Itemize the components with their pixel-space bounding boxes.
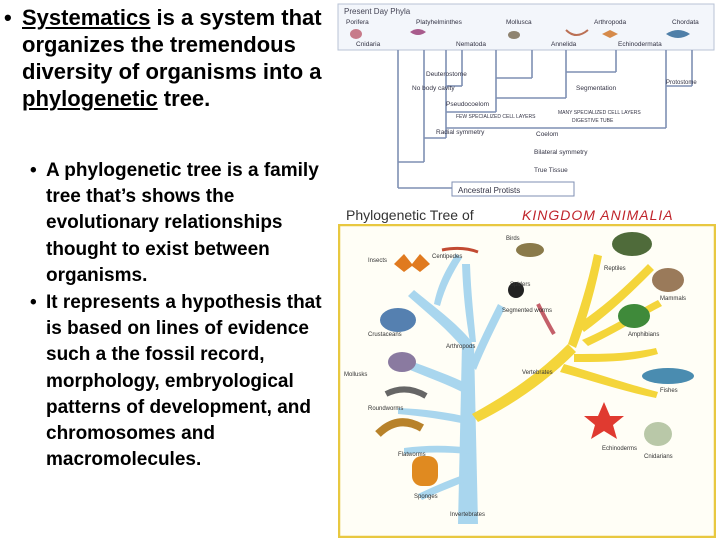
main-bullet-text-1: is a system that organizes the tremendou… [22, 5, 322, 84]
phylum-label: Platyhelminthes [416, 19, 463, 26]
present-day-phyla-title: Present Day Phyla [344, 7, 411, 16]
phylum-label: Nematoda [456, 41, 486, 48]
label-invertebrates: Invertebrates [450, 512, 485, 518]
phylum-label: Cnidaria [356, 41, 381, 48]
rabbit-icon [652, 268, 684, 292]
starfish-icon [584, 402, 624, 439]
phylum-label: Chordata [672, 19, 699, 26]
node-digestive-tube: DIGESTIVE TUBE [572, 118, 614, 124]
label-mammals: Mammals [660, 296, 686, 302]
kingdom-animalia-tree: Insects Centipedes Birds Reptiles Spider… [337, 223, 717, 539]
node-pseudocoelom: Pseudocoelom [446, 101, 489, 108]
main-bullet-text-2: tree. [157, 86, 211, 111]
node-no-body-cavity: No body cavity [412, 85, 455, 92]
label-insects: Insects [368, 258, 387, 264]
phylum-label: Arthropoda [594, 19, 627, 26]
kingdom-animalia-title: Phylogenetic Tree of KINGDOM ANIMALIA [344, 204, 716, 226]
label-birds: Birds [506, 236, 520, 242]
label-flatworms: Flatworms [398, 452, 426, 458]
butterfly-icon [394, 254, 430, 272]
snail-icon [388, 352, 416, 372]
label-amphibians: Amphibians [628, 332, 659, 338]
main-bullet: • Systematics is a system that organizes… [4, 4, 324, 112]
roundworm-icon [384, 386, 428, 399]
bullet-dot: • [30, 292, 37, 313]
label-fishes: Fishes [660, 388, 678, 394]
label-reptiles: Reptiles [604, 266, 626, 272]
label-sponges: Sponges [414, 494, 438, 500]
sub-bullet-1-text: A phylogenetic tree is a family tree tha… [46, 160, 319, 286]
node-coelom: Coelom [536, 131, 558, 138]
invertebrate-branches [396, 254, 505, 524]
title-prefix: Phylogenetic Tree of [346, 207, 474, 223]
bullet-dot: • [4, 5, 12, 30]
node-bilateral-symmetry: Bilateral symmetry [534, 149, 588, 156]
node-few-specialized: FEW SPECIALIZED CELL LAYERS [456, 114, 536, 120]
phyla-animal-icons [350, 29, 690, 39]
term-phylogenetic: phylogenetic [22, 86, 158, 111]
node-protostome: Protostome [666, 80, 697, 86]
sub-bullet-2-text: It represents a hypothesis that is based… [46, 292, 322, 471]
cladogram-branches [397, 50, 693, 189]
centipede-icon [441, 246, 479, 254]
segmented-worm-icon [536, 303, 556, 336]
sub-bullet-2: • It represents a hypothesis that is bas… [30, 290, 330, 473]
bird-icon [516, 243, 544, 257]
label-arthropods: Arthropods [446, 344, 475, 350]
label-centipedes: Centipedes [432, 254, 462, 260]
node-many-specialized: MANY SPECIALIZED CELL LAYERS [558, 110, 641, 116]
label-mollusks: Mollusks [344, 372, 367, 378]
phylum-label: Mollusca [506, 19, 532, 26]
label-roundworms: Roundworms [368, 406, 403, 412]
phylum-label: Porifera [346, 19, 369, 26]
title-main: KINGDOM ANIMALIA [522, 207, 674, 223]
fish-icon [642, 368, 694, 384]
label-vertebrates: Vertebrates [522, 370, 553, 376]
flatworm-icon [375, 418, 425, 437]
node-segmentation: Segmentation [576, 85, 616, 92]
phyla-cladogram: Present Day Phyla Porifera Platyhelminth… [336, 2, 716, 200]
phylum-label: Echinodermata [618, 41, 662, 48]
frog-icon [618, 304, 650, 328]
turtle-icon [612, 232, 652, 256]
bullet-dot: • [30, 160, 37, 181]
crab-icon [380, 308, 416, 332]
sub-bullet-1: • A phylogenetic tree is a family tree t… [30, 158, 330, 289]
label-segmented-worms: Segmented worms [502, 308, 552, 314]
animal-icons [375, 232, 694, 486]
label-cnidarians: Cnidarians [644, 454, 673, 460]
label-crustaceans: Crustaceans [368, 332, 402, 338]
ancestral-protists-label: Ancestral Protists [458, 186, 520, 195]
node-true-tissue: True Tissue [534, 167, 568, 174]
node-deuterostome: Deuterostome [426, 71, 467, 78]
node-radial-symmetry: Radial symmetry [436, 129, 485, 136]
term-systematics: Systematics [22, 5, 151, 30]
sponge-icon [412, 456, 438, 486]
label-spiders: Spiders [510, 282, 530, 288]
spider-icon [508, 282, 524, 298]
label-echinoderms: Echinoderms [602, 446, 637, 452]
phylum-label: Annelida [551, 41, 577, 48]
jellyfish-icon [644, 422, 672, 446]
